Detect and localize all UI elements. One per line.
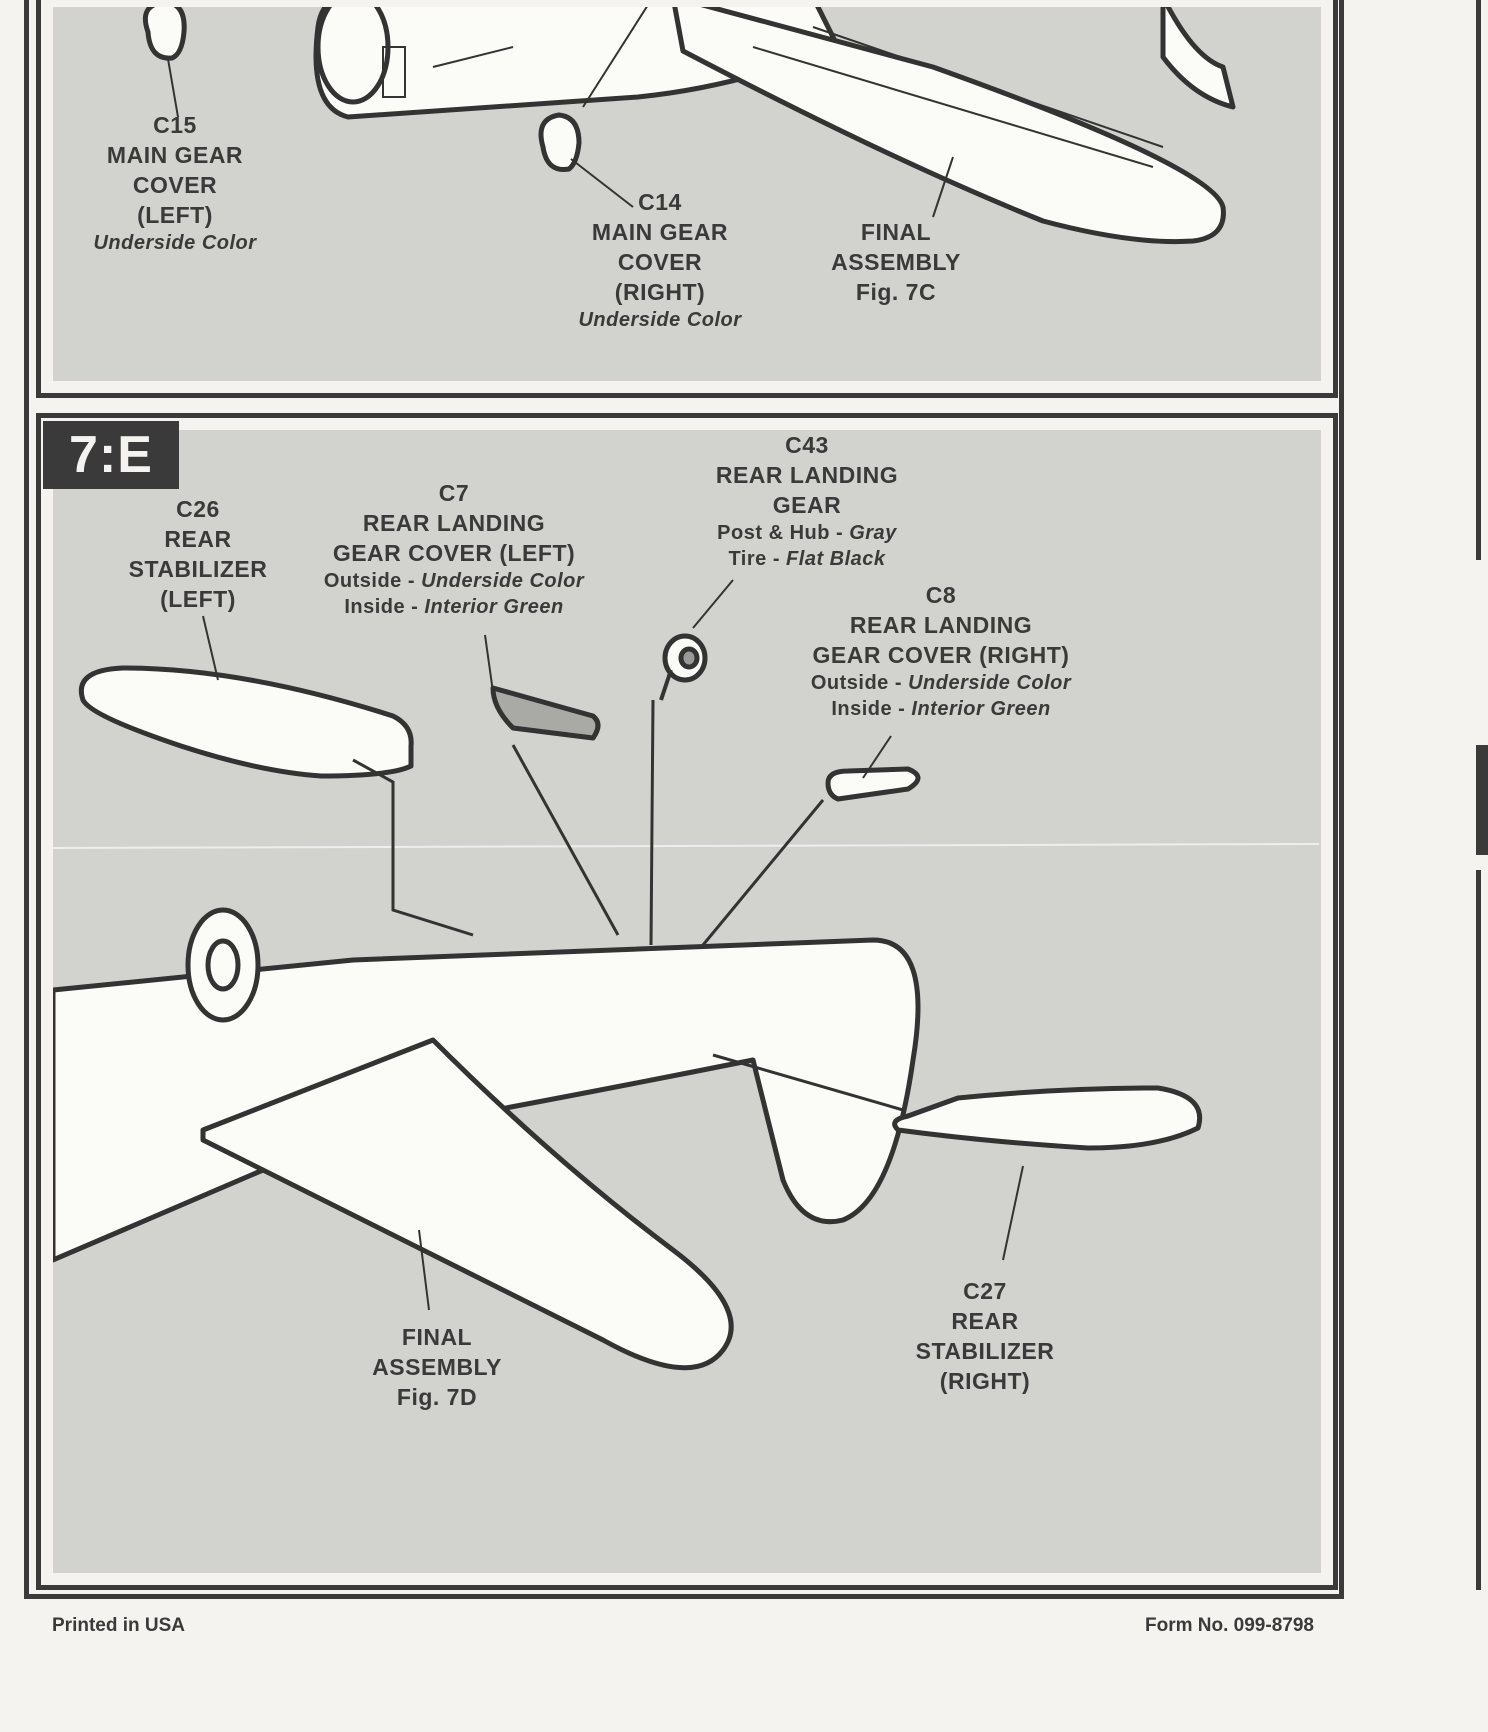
arrow-c8: [701, 799, 825, 946]
adjacent-page-edge: [1476, 0, 1488, 1590]
part-c15-main-gear-cover-left: [142, 7, 187, 61]
leader-c26: [202, 615, 219, 681]
label-c43: C43 REAR LANDING GEAR Post & Hub - Gray …: [716, 430, 898, 572]
part-name-line: COVER: [617, 249, 703, 275]
part-name-line: (LEFT): [137, 202, 213, 228]
paint-instruction: Underside Color: [578, 307, 741, 333]
step-badge: 7:E: [43, 421, 179, 489]
arrow-c26: [352, 758, 474, 937]
part-c7-rear-landing-gear-cover-left: [490, 685, 601, 741]
paint-instruction: Inside - Interior Green: [324, 594, 584, 620]
part-c26-rear-stabilizer-left: [79, 665, 414, 779]
part-number: C26: [176, 496, 220, 522]
step-panel-7d: C15 MAIN GEAR COVER (LEFT) Underside Col…: [36, 0, 1338, 398]
part-name-line: REAR: [164, 526, 232, 552]
label-line: FINAL: [860, 219, 932, 245]
illustration-area-top: C15 MAIN GEAR COVER (LEFT) Underside Col…: [53, 7, 1321, 381]
paint-color: Underside Color: [908, 672, 1072, 694]
paint-part: Post & Hub -: [717, 522, 850, 544]
paint-color: Flat Black: [786, 548, 886, 570]
label-c27: C27 REAR STABILIZER (RIGHT): [916, 1276, 1055, 1396]
printed-in-label: Printed in USA: [52, 1615, 186, 1636]
part-name-line: REAR LANDING: [715, 462, 899, 488]
step-panel-7e: 7:E: [36, 413, 1338, 1590]
paper-fold-line: [53, 843, 1319, 849]
paint-part: Outside -: [810, 672, 909, 694]
part-name-line: (LEFT): [160, 586, 236, 612]
label-c15: C15 MAIN GEAR COVER (LEFT) Underside Col…: [93, 110, 256, 256]
paint-color: Interior Green: [424, 596, 564, 618]
leader-c43: [692, 579, 734, 629]
assembly-arrows: [352, 699, 904, 1112]
main-wing: [200, 1037, 734, 1371]
arrow-c27: [712, 1053, 904, 1112]
leader-c27: [1002, 1165, 1024, 1261]
part-name-line: STABILIZER: [915, 1338, 1055, 1364]
part-name-line: (RIGHT): [614, 279, 706, 305]
paint-instruction: Outside - Underside Color: [811, 670, 1071, 696]
label-line: FINAL: [401, 1324, 473, 1350]
part-name-line: GEAR COVER (LEFT): [332, 540, 576, 566]
assembly-illustration-top: [142, 7, 1236, 245]
leader-c7: [484, 634, 494, 693]
part-number: C15: [153, 112, 197, 138]
leader-c8: [862, 735, 892, 779]
part-name-line: COVER: [132, 172, 218, 198]
part-number: C7: [438, 480, 470, 506]
label-c26: C26 REAR STABILIZER (LEFT): [129, 494, 268, 614]
part-name-line: (RIGHT): [939, 1368, 1031, 1394]
part-c43-rear-landing-gear: [659, 633, 708, 701]
label-c14: C14 MAIN GEAR COVER (RIGHT) Underside Co…: [578, 187, 741, 333]
part-name-line: GEAR: [772, 492, 842, 518]
paint-color: Gray: [849, 522, 897, 544]
paint-instruction: Post & Hub - Gray: [716, 520, 898, 546]
paint-instruction: Underside Color: [93, 230, 256, 256]
illustration-area-bottom: C26 REAR STABILIZER (LEFT) C7 REAR LANDI…: [53, 430, 1321, 1573]
part-number: C14: [638, 189, 682, 215]
paint-color: Underside Color: [421, 570, 585, 592]
label-final-assembly-7c: FINAL ASSEMBLY Fig. 7C: [831, 217, 961, 307]
paint-color: Underside Color: [93, 232, 257, 254]
main-wing: [672, 7, 1226, 245]
arrow-c43: [649, 699, 655, 946]
paint-color: Interior Green: [911, 698, 1051, 720]
paint-part: Inside -: [344, 596, 425, 618]
paint-part: Tire -: [728, 548, 787, 570]
part-name-line: REAR LANDING: [849, 612, 1033, 638]
part-name-line: REAR: [951, 1308, 1019, 1334]
figure-reference: Fig. 7D: [396, 1384, 478, 1410]
label-line: ASSEMBLY: [831, 249, 961, 275]
label-c7: C7 REAR LANDING GEAR COVER (LEFT) Outsid…: [324, 478, 584, 620]
part-name-line: STABILIZER: [128, 556, 268, 582]
paint-instruction: Outside - Underside Color: [324, 568, 584, 594]
label-line: ASSEMBLY: [372, 1354, 502, 1380]
label-final-assembly-7d: FINAL ASSEMBLY Fig. 7D: [372, 1322, 502, 1412]
leader-final-7d: [418, 1229, 430, 1311]
part-number: C27: [963, 1278, 1007, 1304]
paint-instruction: Tire - Flat Black: [716, 546, 898, 572]
figure-reference: Fig. 7C: [855, 279, 937, 305]
paint-instruction: Inside - Interior Green: [811, 696, 1071, 722]
part-c14-main-gear-cover-right: [538, 112, 582, 173]
form-number: Form No. 099-8798: [1145, 1615, 1314, 1636]
paint-part: Outside -: [323, 570, 422, 592]
arrow-c7: [511, 744, 620, 936]
part-name-line: REAR LANDING: [362, 510, 546, 536]
paint-part: Inside -: [831, 698, 912, 720]
part-c8-rear-landing-gear-cover-right: [825, 766, 921, 802]
assembly-illustration-bottom: [53, 579, 1319, 1371]
part-name-line: MAIN GEAR: [591, 219, 729, 245]
part-c27-rear-stabilizer-right: [892, 1085, 1202, 1151]
part-number: C43: [785, 432, 829, 458]
part-name-line: GEAR COVER (RIGHT): [812, 642, 1070, 668]
part-number: C8: [925, 582, 957, 608]
label-c8: C8 REAR LANDING GEAR COVER (RIGHT) Outsi…: [811, 580, 1071, 722]
paint-color: Underside Color: [578, 309, 742, 331]
part-name-line: MAIN GEAR: [106, 142, 244, 168]
